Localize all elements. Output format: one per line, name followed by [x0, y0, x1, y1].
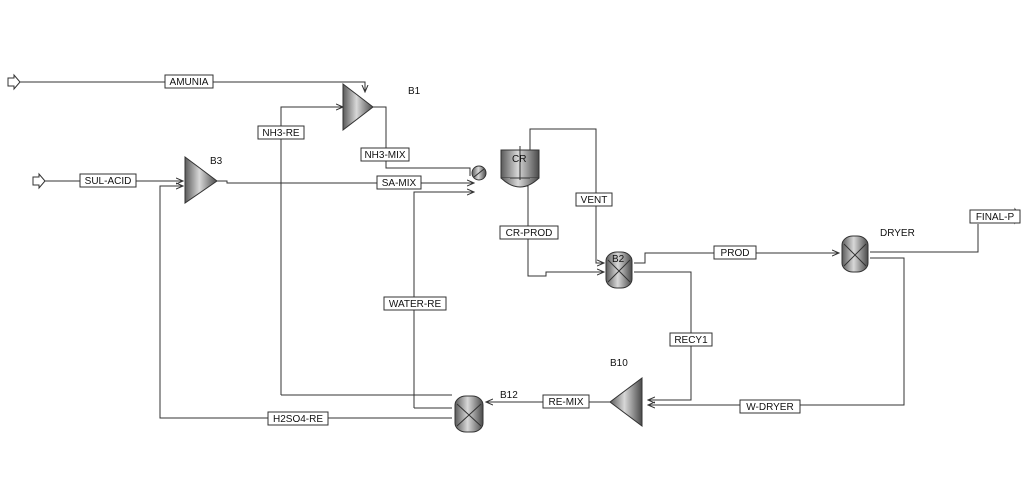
svg-text:SA-MIX: SA-MIX [382, 178, 417, 189]
block-b2[interactable]: B2 [605, 251, 633, 289]
stream-label-recy1[interactable]: RECY1 [669, 332, 713, 347]
nh3-mix-line[interactable] [372, 106, 471, 176]
stream-label-amunia[interactable]: AMUNIA [164, 74, 214, 89]
mixer-b1-icon [342, 82, 374, 132]
amunia-line[interactable] [18, 81, 365, 92]
svg-text:VENT: VENT [581, 195, 608, 206]
flash-b2-icon [605, 251, 633, 289]
sul-acid-feed-icon [32, 172, 46, 190]
block-b12-label: B12 [500, 390, 518, 401]
block-b12[interactable]: B12 [454, 390, 518, 433]
svg-text:WATER-RE: WATER-RE [389, 299, 442, 310]
vent-line[interactable] [529, 128, 604, 263]
water-re-line[interactable] [413, 192, 474, 408]
block-b1-label: B1 [408, 86, 421, 97]
block-b10-label: B10 [610, 358, 628, 369]
stream-label-prod[interactable]: PROD [713, 245, 757, 260]
reactor-cr-bottom-icon [500, 177, 540, 188]
stream-label-water-re[interactable]: WATER-RE [383, 296, 447, 311]
w-dryer-line[interactable] [648, 257, 905, 405]
block-dryer-label: DRYER [880, 228, 915, 239]
flash-b2-cross-icon [607, 259, 631, 283]
stream-label-w-dryer[interactable]: W-DRYER [739, 399, 801, 414]
stream-lines [18, 81, 979, 419]
block-dryer[interactable]: DRYER [841, 228, 915, 273]
block-b10[interactable]: B10 [609, 358, 643, 427]
svg-text:H2SO4-RE: H2SO4-RE [273, 414, 323, 425]
stream-label-sa-mix[interactable]: SA-MIX [376, 175, 422, 190]
stream-label-re-mix[interactable]: RE-MIX [542, 394, 590, 409]
svg-text:CR-PROD: CR-PROD [506, 228, 553, 239]
heater-slash-icon [473, 168, 485, 178]
amunia-feed-icon [7, 73, 21, 91]
svg-text:W-DRYER: W-DRYER [746, 402, 793, 413]
block-b3[interactable]: B3 [184, 156, 223, 204]
block-b1[interactable]: B1 [342, 82, 421, 132]
separator-b12-cross-icon [456, 403, 482, 427]
separator-b12-icon [454, 395, 484, 433]
stream-label-h2so4-re[interactable]: H2SO4-RE [267, 411, 329, 426]
stream-labels: AMUNIA NH3-RE NH3-MIX SUL-ACID SA-MIX VE… [79, 74, 1021, 426]
svg-text:PROD: PROD [721, 248, 750, 259]
svg-text:SUL-ACID: SUL-ACID [85, 176, 132, 187]
svg-text:FINAL-P: FINAL-P [976, 212, 1015, 223]
dryer-icon [841, 235, 869, 273]
stream-label-final[interactable]: FINAL-P [969, 209, 1021, 224]
final-line[interactable] [870, 224, 979, 253]
nh3-re-line[interactable] [280, 107, 343, 395]
sa-mix-line[interactable] [217, 181, 474, 183]
svg-text:NH3-MIX: NH3-MIX [364, 150, 405, 161]
stream-label-vent[interactable]: VENT [575, 192, 613, 207]
mixer-b3-icon [184, 156, 218, 204]
stream-label-sul-acid[interactable]: SUL-ACID [79, 173, 137, 188]
block-cr[interactable]: CR [471, 146, 540, 188]
stream-label-cr-prod[interactable]: CR-PROD [499, 225, 559, 240]
block-b3-label: B3 [210, 156, 223, 167]
stream-label-nh3-mix[interactable]: NH3-MIX [360, 147, 410, 162]
svg-text:RECY1: RECY1 [674, 335, 708, 346]
svg-text:RE-MIX: RE-MIX [549, 397, 584, 408]
block-b2-label: B2 [612, 254, 625, 265]
stream-label-nh3-re[interactable]: NH3-RE [257, 125, 305, 140]
block-cr-label: CR [512, 154, 526, 165]
svg-text:AMUNIA: AMUNIA [170, 77, 209, 88]
svg-text:NH3-RE: NH3-RE [262, 128, 300, 139]
splitter-b10-icon [609, 377, 643, 427]
dryer-cross-icon [843, 243, 867, 267]
